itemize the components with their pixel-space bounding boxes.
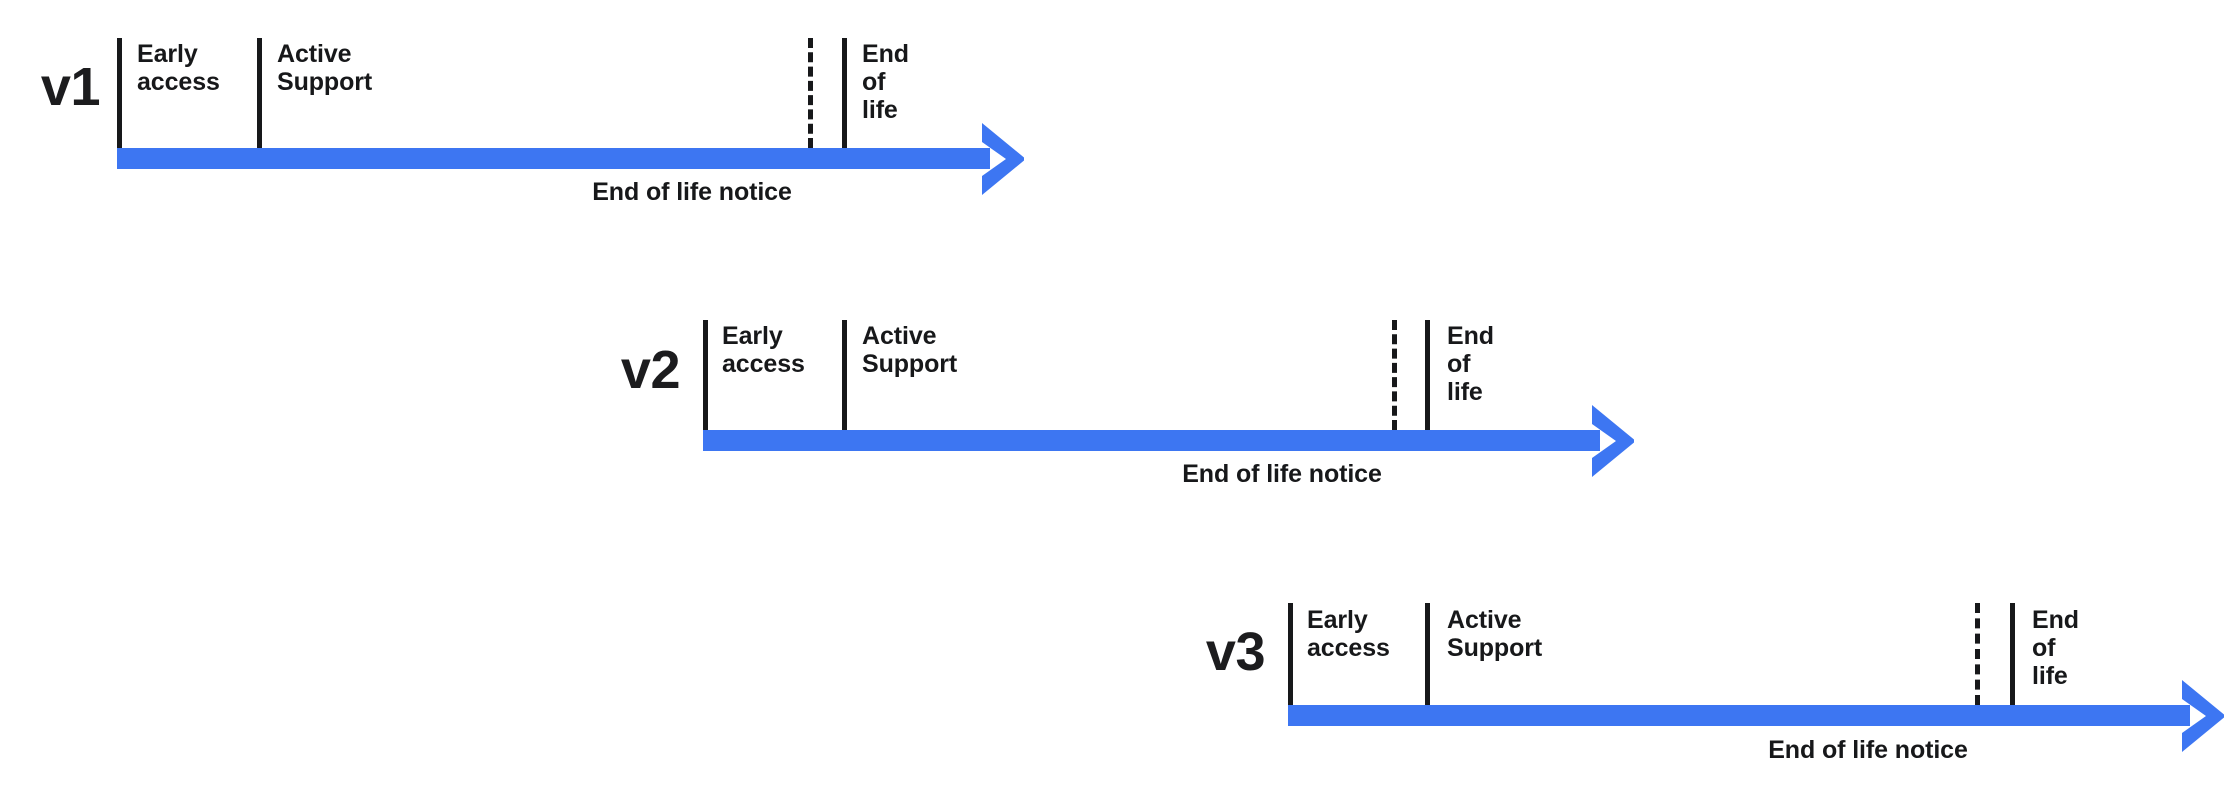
end-of-life-notice-label: End of life notice bbox=[592, 178, 792, 206]
phase-divider-1 bbox=[257, 38, 262, 148]
phase-divider-3 bbox=[842, 38, 847, 148]
arrow-head-icon bbox=[1586, 401, 1638, 481]
version-label-v1: v1 bbox=[40, 57, 101, 117]
phase-divider-0 bbox=[117, 38, 122, 148]
version-label-v3: v3 bbox=[1205, 622, 1266, 682]
end-of-life-notice-label: End of life notice bbox=[1768, 736, 1968, 764]
arrow-head-icon bbox=[976, 119, 1028, 199]
phase-label-end-of-life: End of life bbox=[2032, 606, 2079, 690]
end-of-life-notice-label: End of life notice bbox=[1182, 460, 1382, 488]
phase-label-early-access: Early access bbox=[137, 40, 220, 96]
timeline-bar bbox=[1288, 705, 2190, 726]
phase-label-early-access: Early access bbox=[1307, 606, 1390, 662]
phase-divider-3 bbox=[2010, 603, 2015, 705]
phase-label-early-access: Early access bbox=[722, 322, 805, 378]
phase-divider-1 bbox=[1425, 603, 1430, 705]
phase-label-end-of-life: End of life bbox=[1447, 322, 1494, 406]
phase-label-active-support: Active Support bbox=[1447, 606, 1543, 662]
timeline-bar bbox=[117, 148, 990, 169]
phase-divider-0 bbox=[703, 320, 708, 430]
phase-label-active-support: Active Support bbox=[277, 40, 373, 96]
phase-divider-dashed-2 bbox=[808, 38, 813, 148]
phase-label-end-of-life: End of life bbox=[862, 40, 909, 124]
phase-divider-0 bbox=[1288, 603, 1293, 705]
phase-divider-dashed-2 bbox=[1392, 320, 1397, 430]
phase-divider-3 bbox=[1425, 320, 1430, 430]
version-label-v2: v2 bbox=[620, 340, 681, 400]
phase-divider-dashed-2 bbox=[1975, 603, 1980, 705]
phase-label-active-support: Active Support bbox=[862, 322, 958, 378]
timeline-bar bbox=[703, 430, 1600, 451]
phase-divider-1 bbox=[842, 320, 847, 430]
arrow-head-icon bbox=[2176, 676, 2228, 756]
